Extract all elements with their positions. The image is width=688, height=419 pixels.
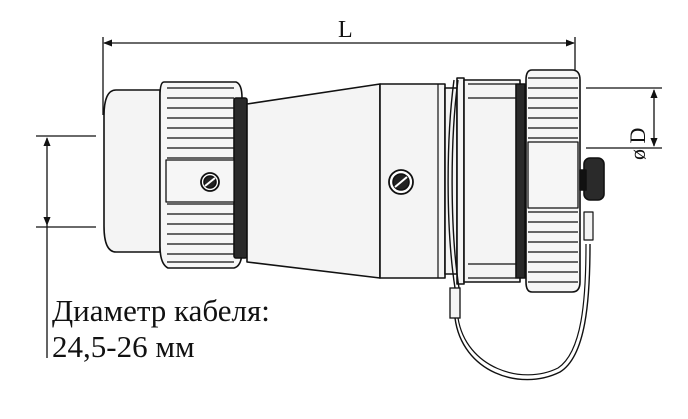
dimension-l bbox=[102, 37, 576, 115]
body-screw-icon bbox=[388, 169, 414, 195]
front-nut-grooves bbox=[528, 77, 578, 283]
cable-sleeve bbox=[103, 89, 161, 253]
spacer-ring bbox=[463, 79, 521, 283]
tapered-body bbox=[246, 83, 381, 279]
length-label: L bbox=[338, 17, 353, 43]
dark-gasket bbox=[515, 83, 526, 279]
caption-line-1: Диаметр кабеля: bbox=[52, 293, 270, 328]
dimension-cable bbox=[36, 135, 96, 358]
screw-icon bbox=[200, 172, 220, 192]
cap-knob bbox=[583, 157, 605, 201]
connector-body bbox=[103, 69, 605, 293]
rear-nut-grooves bbox=[167, 87, 234, 263]
dimension-d bbox=[586, 87, 662, 149]
caption-line-2: 24,5-26 мм bbox=[52, 329, 195, 364]
retaining-ring bbox=[456, 77, 465, 285]
diameter-label: ø D bbox=[625, 128, 650, 160]
rear-nut-rim bbox=[233, 97, 248, 259]
rear-nut-flat bbox=[165, 159, 235, 203]
front-nut-flat bbox=[527, 141, 579, 209]
cable-diameter-caption: Диаметр кабеля: 24,5-26 мм bbox=[52, 293, 270, 365]
lanyard bbox=[447, 79, 591, 381]
